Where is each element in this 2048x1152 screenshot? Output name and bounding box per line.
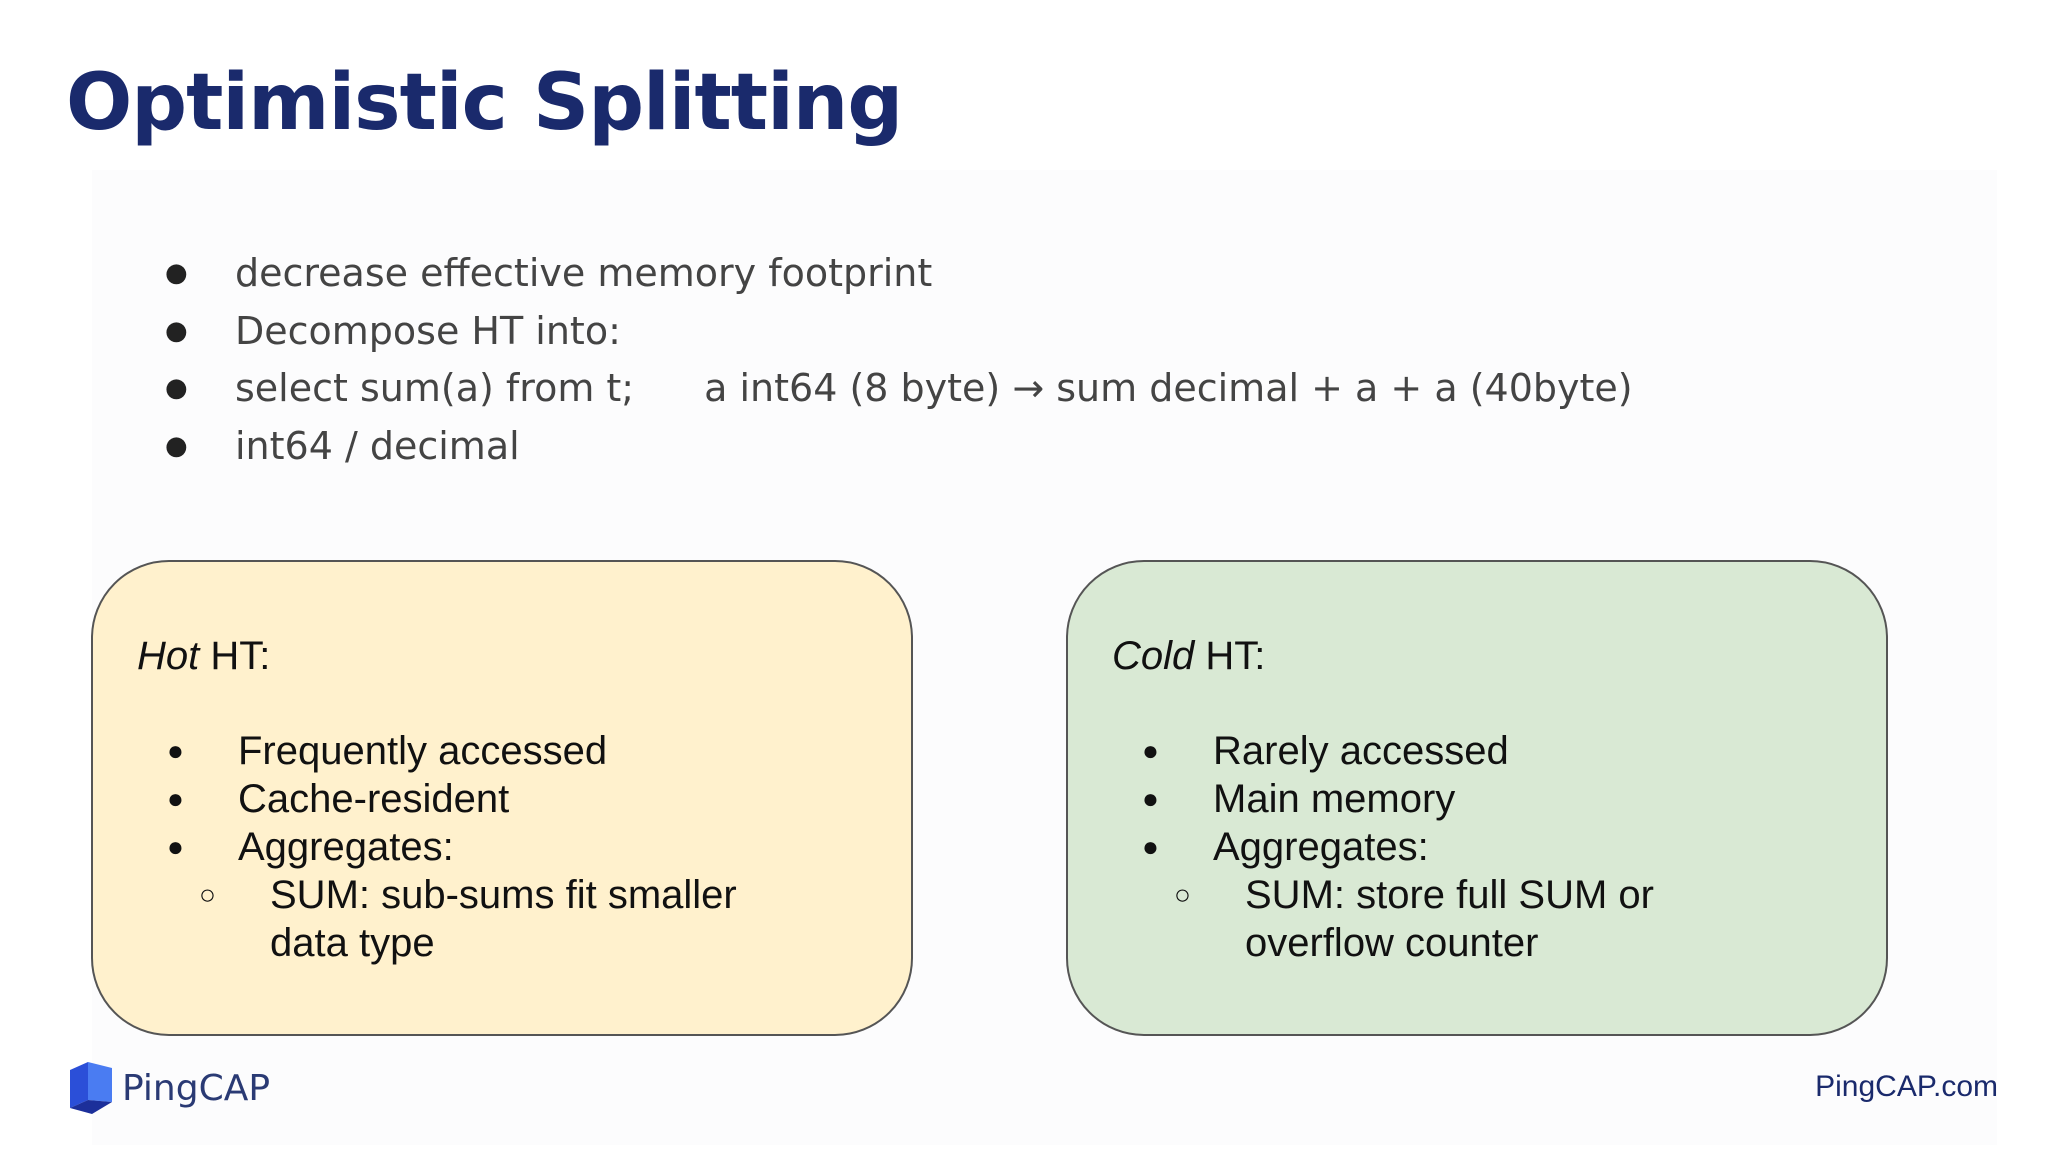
- bullet-item: int64 / decimal: [165, 418, 1633, 476]
- hot-ht-list: Frequently accessed Cache-resident Aggre…: [167, 727, 770, 967]
- logo-text: PingCAP: [122, 1067, 271, 1109]
- pingcap-logo: PingCAP: [70, 1062, 270, 1114]
- hot-list-item: Cache-resident: [167, 775, 770, 823]
- cold-ht-heading: Cold HT:: [1112, 634, 1266, 678]
- hollow-bullet-icon: ○: [199, 879, 216, 910]
- pingcap-logo-icon: [70, 1062, 112, 1114]
- hollow-bullet-icon: ○: [1174, 879, 1191, 910]
- cold-list-item: Main memory: [1142, 775, 1745, 823]
- hot-ht-heading: Hot HT:: [137, 634, 271, 678]
- cold-list-item: Aggregates:: [1142, 823, 1745, 871]
- footer-url: PingCAP.com: [1815, 1070, 1998, 1103]
- bullet-item: decrease effective memory footprint: [165, 245, 1633, 303]
- cold-ht-list: Rarely accessed Main memory Aggregates: …: [1142, 727, 1745, 967]
- bullet-query: select sum(a) from t;: [235, 366, 635, 410]
- cold-list-item: Rarely accessed: [1142, 727, 1745, 775]
- bullet-size-note: a int64 (8 byte) → sum decimal + a + a (…: [704, 366, 1633, 410]
- cold-sub-item: ○SUM: store full SUM or overflow counter: [1174, 873, 1654, 965]
- bullet-item: Decompose HT into:: [165, 303, 1633, 361]
- hot-list-item: Aggregates:: [167, 823, 770, 871]
- slide-title: Optimistic Splitting: [66, 58, 903, 148]
- hot-ht-box: Hot HT: Frequently accessed Cache-reside…: [91, 560, 913, 1036]
- hot-sub-item: ○SUM: sub-sums fit smaller data type: [199, 873, 737, 965]
- bullet-item: select sum(a) from t; a int64 (8 byte) → …: [165, 360, 1633, 418]
- main-bullet-list: decrease effective memory footprint Deco…: [165, 245, 1633, 475]
- cold-ht-box: Cold HT: Rarely accessed Main memory Agg…: [1066, 560, 1888, 1036]
- hot-list-item: Frequently accessed: [167, 727, 770, 775]
